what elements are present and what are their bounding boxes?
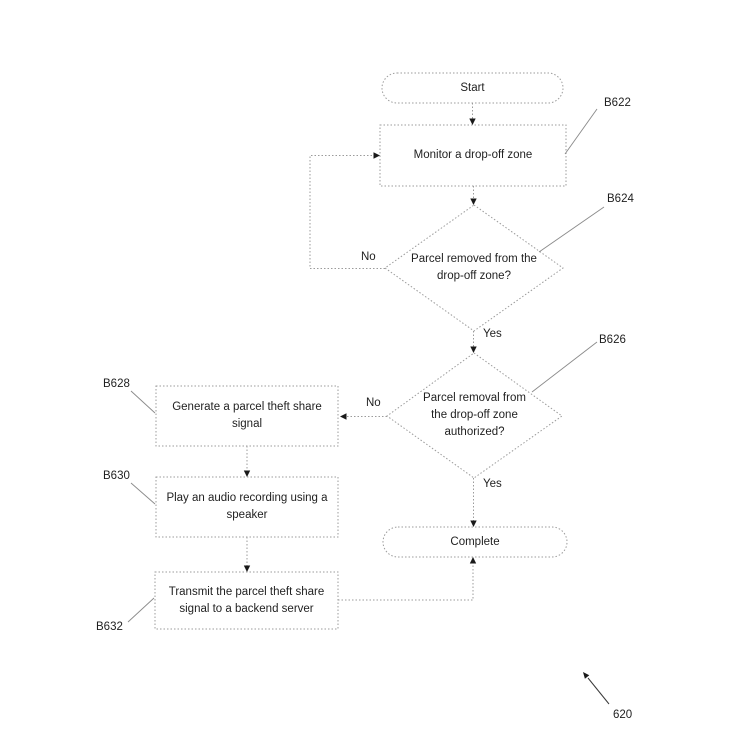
ref-b630: B630 bbox=[103, 470, 130, 482]
removal-authorized-decision-label: Parcel removal from the drop-off zone au… bbox=[423, 392, 526, 438]
start-node-label: Start bbox=[460, 81, 485, 94]
generate-signal-node-label: Generate a parcel theft share signal bbox=[172, 401, 322, 430]
removed-yes-label: Yes bbox=[483, 328, 502, 340]
authorized-yes-label: Yes bbox=[483, 478, 502, 490]
arrowhead-into-transmit bbox=[243, 565, 251, 572]
arrowhead-into-generate bbox=[340, 413, 347, 420]
ref-b626: B626 bbox=[599, 334, 626, 346]
lead-line-b628 bbox=[130, 390, 156, 414]
arrowhead-into-complete-bottom bbox=[469, 557, 477, 564]
arrowhead-loop-into-monitor bbox=[373, 152, 380, 159]
figure-ref-620: 620 bbox=[613, 709, 633, 721]
monitor-node-label: Monitor a drop-off zone bbox=[413, 149, 533, 162]
ref-b628: B628 bbox=[103, 378, 130, 390]
ref-b624: B624 bbox=[607, 193, 634, 205]
figure-ref-arrow-line bbox=[587, 677, 610, 705]
complete-node-label: Complete bbox=[450, 535, 500, 548]
lead-line-b626 bbox=[531, 341, 598, 393]
lead-line-b624 bbox=[538, 206, 605, 253]
edge-transmit-to-complete bbox=[338, 562, 474, 601]
parcel-removed-decision-label: Parcel removed from the drop-off zone? bbox=[411, 253, 537, 282]
arrowhead-into-removed bbox=[470, 198, 477, 205]
arrowhead-into-monitor bbox=[469, 118, 476, 125]
figure-ref-arrowhead bbox=[583, 672, 590, 679]
authorized-no-label: No bbox=[366, 397, 381, 409]
lead-line-b630 bbox=[130, 482, 156, 505]
lead-line-b632 bbox=[127, 597, 155, 623]
lead-line-b622 bbox=[564, 108, 598, 155]
transmit-signal-node-label: Transmit the parcel theft share signal t… bbox=[168, 585, 325, 615]
complete-node-outline bbox=[382, 526, 568, 558]
removed-no-label: No bbox=[361, 251, 376, 263]
play-audio-node-label: Play an audio recording using a speaker bbox=[166, 492, 328, 521]
arrowhead-into-authorized bbox=[470, 346, 477, 353]
arrowhead-into-complete-top bbox=[470, 520, 477, 527]
ref-b622: B622 bbox=[604, 97, 631, 109]
ref-b632: B632 bbox=[96, 621, 123, 633]
arrowhead-into-play bbox=[243, 470, 251, 477]
